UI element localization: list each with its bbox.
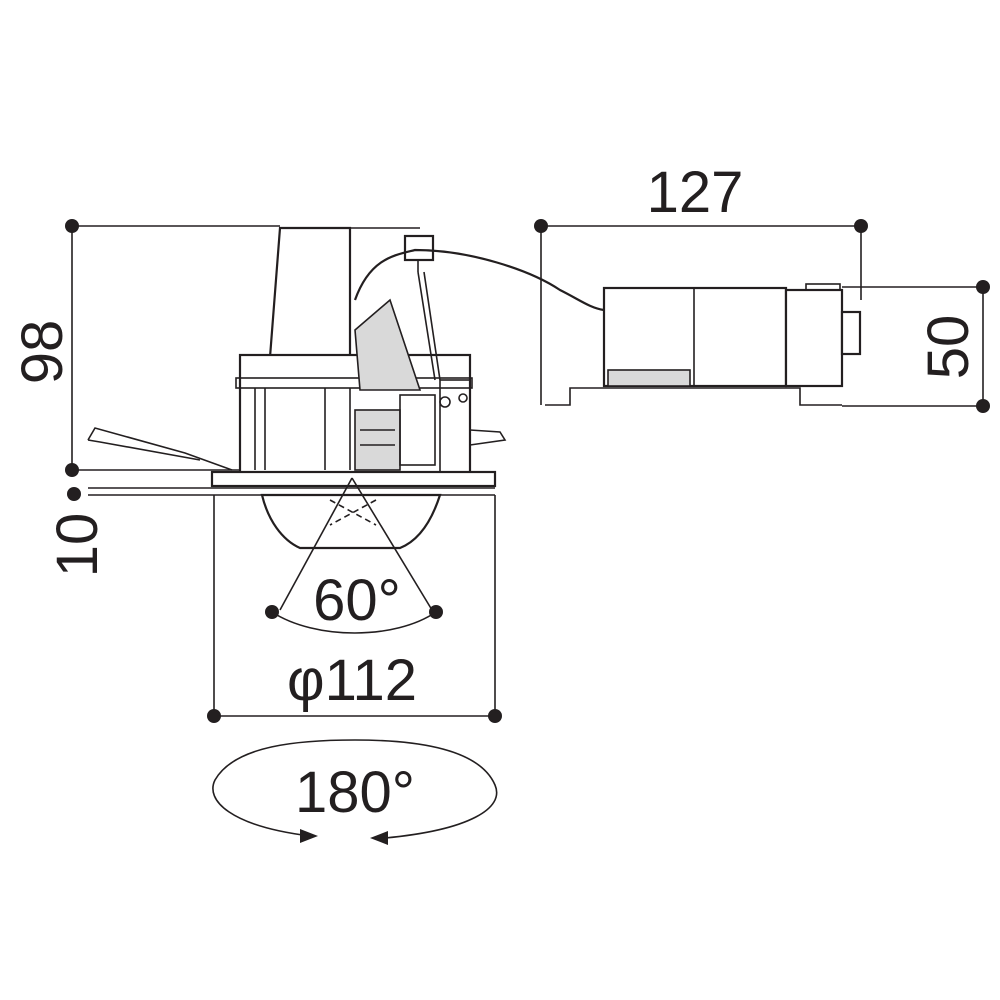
dim-tilt-angle: 60°	[265, 568, 443, 634]
dim-box-width-label: 127	[647, 160, 744, 225]
dim-diameter-label: φ112	[287, 648, 417, 713]
power-cable	[353, 248, 605, 312]
dim-recess-label: 10	[45, 513, 110, 578]
dim-rotation-angle: 180°	[212, 739, 498, 845]
downlight-body	[87, 226, 507, 611]
dim-diameter: φ112	[207, 495, 502, 723]
dim-height: 98	[10, 219, 280, 477]
power-supply-box	[545, 283, 862, 406]
dim-box-width: 127	[534, 160, 868, 405]
dim-box-height-label: 50	[916, 315, 981, 380]
dim-box-height: 50	[842, 280, 990, 413]
dim-rotation-angle-label: 180°	[295, 760, 415, 825]
dim-height-label: 98	[10, 320, 75, 385]
dim-tilt-angle-label: 60°	[313, 568, 401, 633]
dim-recess: 10	[45, 487, 110, 577]
